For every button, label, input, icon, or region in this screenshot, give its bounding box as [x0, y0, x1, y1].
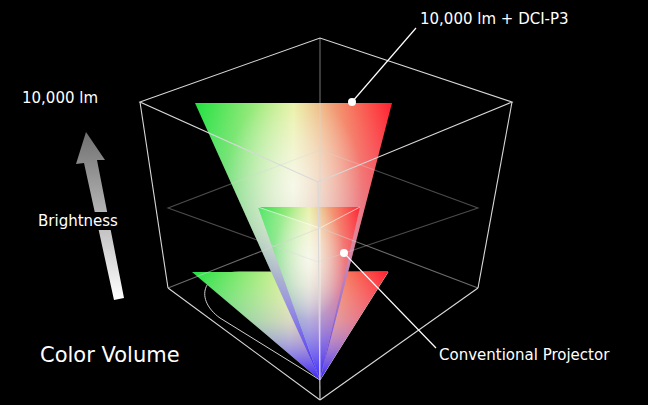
callout-label: 10,000 lm + DCI-P3	[420, 10, 569, 28]
axis-value-label: 10,000 lm	[22, 89, 98, 107]
chart-title: Color Volume	[40, 343, 180, 367]
axis-label: Brightness	[36, 212, 120, 230]
callout-label: Conventional Projector	[439, 346, 609, 364]
